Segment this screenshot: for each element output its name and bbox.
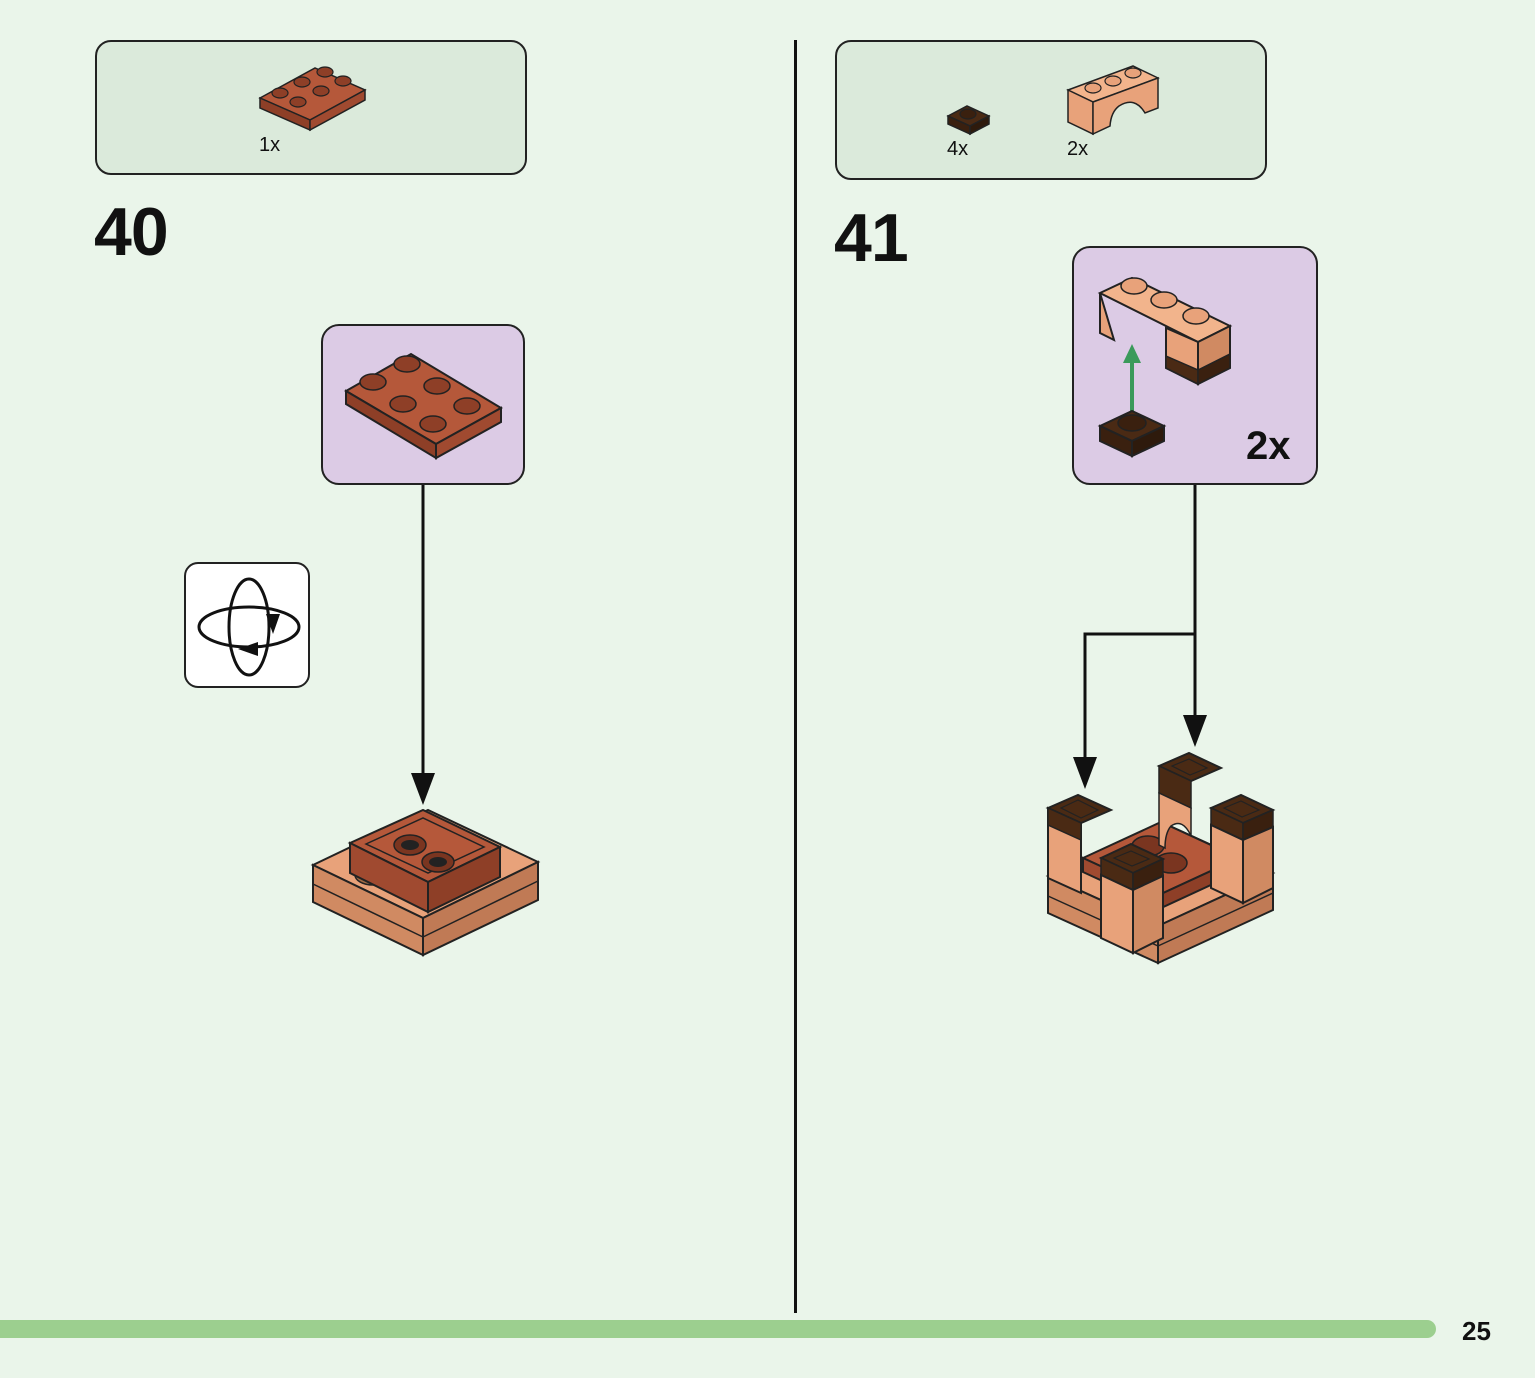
- plate-2x3-callout-icon: [344, 352, 504, 460]
- callout-multiplier: 2x: [1246, 424, 1291, 468]
- assembly-arrows-step-41: [1073, 485, 1207, 789]
- page-divider: [794, 40, 797, 1313]
- part-qty: 2x: [1067, 138, 1089, 160]
- assembly-arrow: [411, 485, 435, 805]
- part-qty: 1x: [259, 134, 281, 156]
- arch-1x3-nougat-icon: [1066, 65, 1160, 136]
- step-number-41: 41: [834, 200, 909, 276]
- callout-step-41: 2x: [1072, 246, 1318, 485]
- model-assembly-step-41: [1045, 751, 1276, 965]
- plate-1x1-dark-brown-icon: [946, 105, 991, 136]
- parts-list-step-41: 4x 2x: [835, 40, 1267, 180]
- parts-list-step-40: 1x: [95, 40, 527, 175]
- plate-2x3-reddish-brown-icon: [258, 66, 367, 132]
- progress-bar: [0, 1320, 1436, 1338]
- part-qty: 4x: [947, 138, 969, 160]
- callout-step-40: [321, 324, 525, 485]
- arch-subassembly-icon: [1097, 276, 1233, 458]
- page-number: 25: [1462, 1316, 1491, 1346]
- step-number-40: 40: [94, 194, 169, 270]
- model-assembly-step-40: [310, 808, 541, 957]
- rotate-model-icon: [184, 562, 310, 688]
